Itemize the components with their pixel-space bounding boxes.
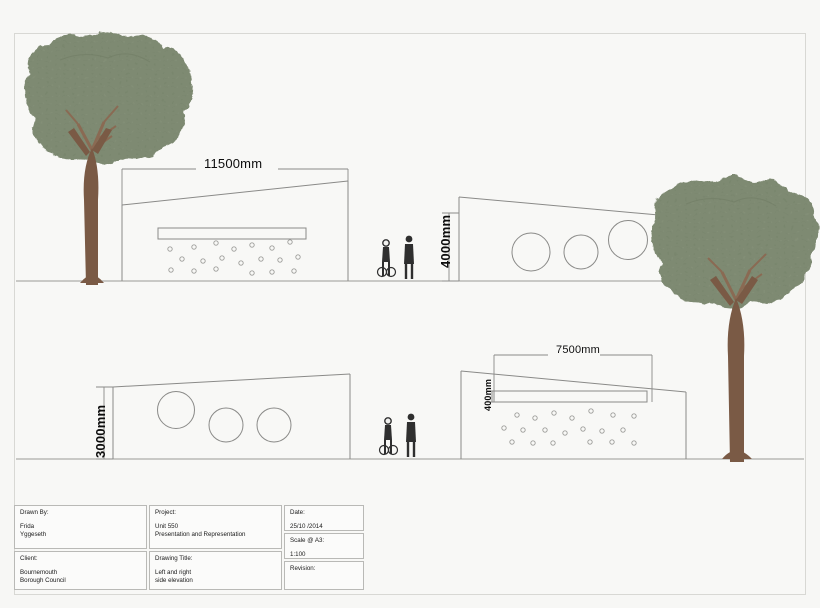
title-block-drawing-title: Drawing Title: Left and right side eleva… (149, 551, 282, 590)
bl-window-1 (157, 391, 195, 429)
tl-roof (121, 180, 349, 206)
bl-window-3 (256, 407, 292, 443)
drawn-by-value: Frida Yggeseth (20, 522, 47, 539)
tl-ribbon-window (157, 227, 307, 240)
tree-left-trunk (83, 148, 99, 285)
dimension-label-height-bottom-left: 3000mm (93, 404, 108, 458)
dim-line-11500 (121, 168, 349, 205)
dimension-label-width-top-left: 11500mm (204, 156, 263, 171)
scale-value: 1:100 (290, 550, 306, 558)
tree-right-trunk (727, 298, 745, 462)
drawn-by-label: Drawn By: (20, 509, 49, 516)
scale-label: Scale @ A3: (290, 537, 325, 544)
tree-left (24, 32, 194, 285)
br-ribbon-window (491, 390, 648, 403)
title-block-project: Project: Unit 550 Presentation and Repre… (149, 505, 282, 549)
drawing-title-label: Drawing Title: (155, 555, 193, 562)
title-block-drawn-by: Drawn By: Frida Yggeseth (14, 505, 147, 549)
scale-figures-lower (378, 413, 416, 457)
revision-label: Revision: (290, 565, 316, 572)
figure-person-2 (406, 413, 416, 457)
tr-window-2 (563, 234, 599, 270)
dim-line-4000 (442, 212, 459, 282)
dim-line-400 (486, 390, 495, 403)
title-block-scale: Scale @ A3: 1:100 (284, 533, 364, 559)
figure-person-1 (404, 235, 414, 279)
bottom-left-elevation (112, 373, 351, 459)
drawing-title-value: Left and right side elevation (155, 568, 193, 585)
title-block-date: Date: 25/10 /2014 (284, 505, 364, 531)
tl-circle-speckle (167, 239, 301, 276)
dimension-label-window-height: 400mm (483, 378, 493, 411)
title-block-client: Client: Bournemouth Borough Council (14, 551, 147, 590)
dim-line-7500 (493, 354, 653, 402)
bottom-right-elevation (460, 370, 687, 459)
bl-window-2 (208, 407, 244, 443)
tr-window-3 (608, 220, 648, 260)
dimension-label-height-top-right: 4000mm (438, 214, 453, 268)
client-label: Client: (20, 555, 38, 562)
title-block-revision: Revision: (284, 561, 364, 590)
project-label: Project: (155, 509, 176, 516)
bl-roof (112, 373, 351, 388)
tr-window-1 (511, 232, 551, 272)
dimension-label-width-bottom-right: 7500mm (556, 344, 600, 356)
figure-cyclist-1 (376, 239, 397, 278)
br-circle-speckle (501, 408, 637, 446)
date-value: 25/10 /2014 (290, 522, 323, 530)
project-value: Unit 550 Presentation and Representation (155, 522, 246, 539)
top-left-elevation (121, 180, 349, 281)
dim-line-3000 (96, 386, 113, 460)
br-roof (460, 370, 687, 393)
top-right-elevation (458, 196, 693, 281)
scale-figures-upper (376, 235, 414, 279)
tr-roof (458, 196, 693, 219)
tree-right (650, 176, 820, 462)
client-value: Bournemouth Borough Council (20, 568, 66, 585)
title-block: Drawn By: Frida Yggeseth Client: Bournem… (14, 505, 364, 590)
date-label: Date: (290, 509, 305, 516)
figure-cyclist-2 (378, 417, 399, 456)
